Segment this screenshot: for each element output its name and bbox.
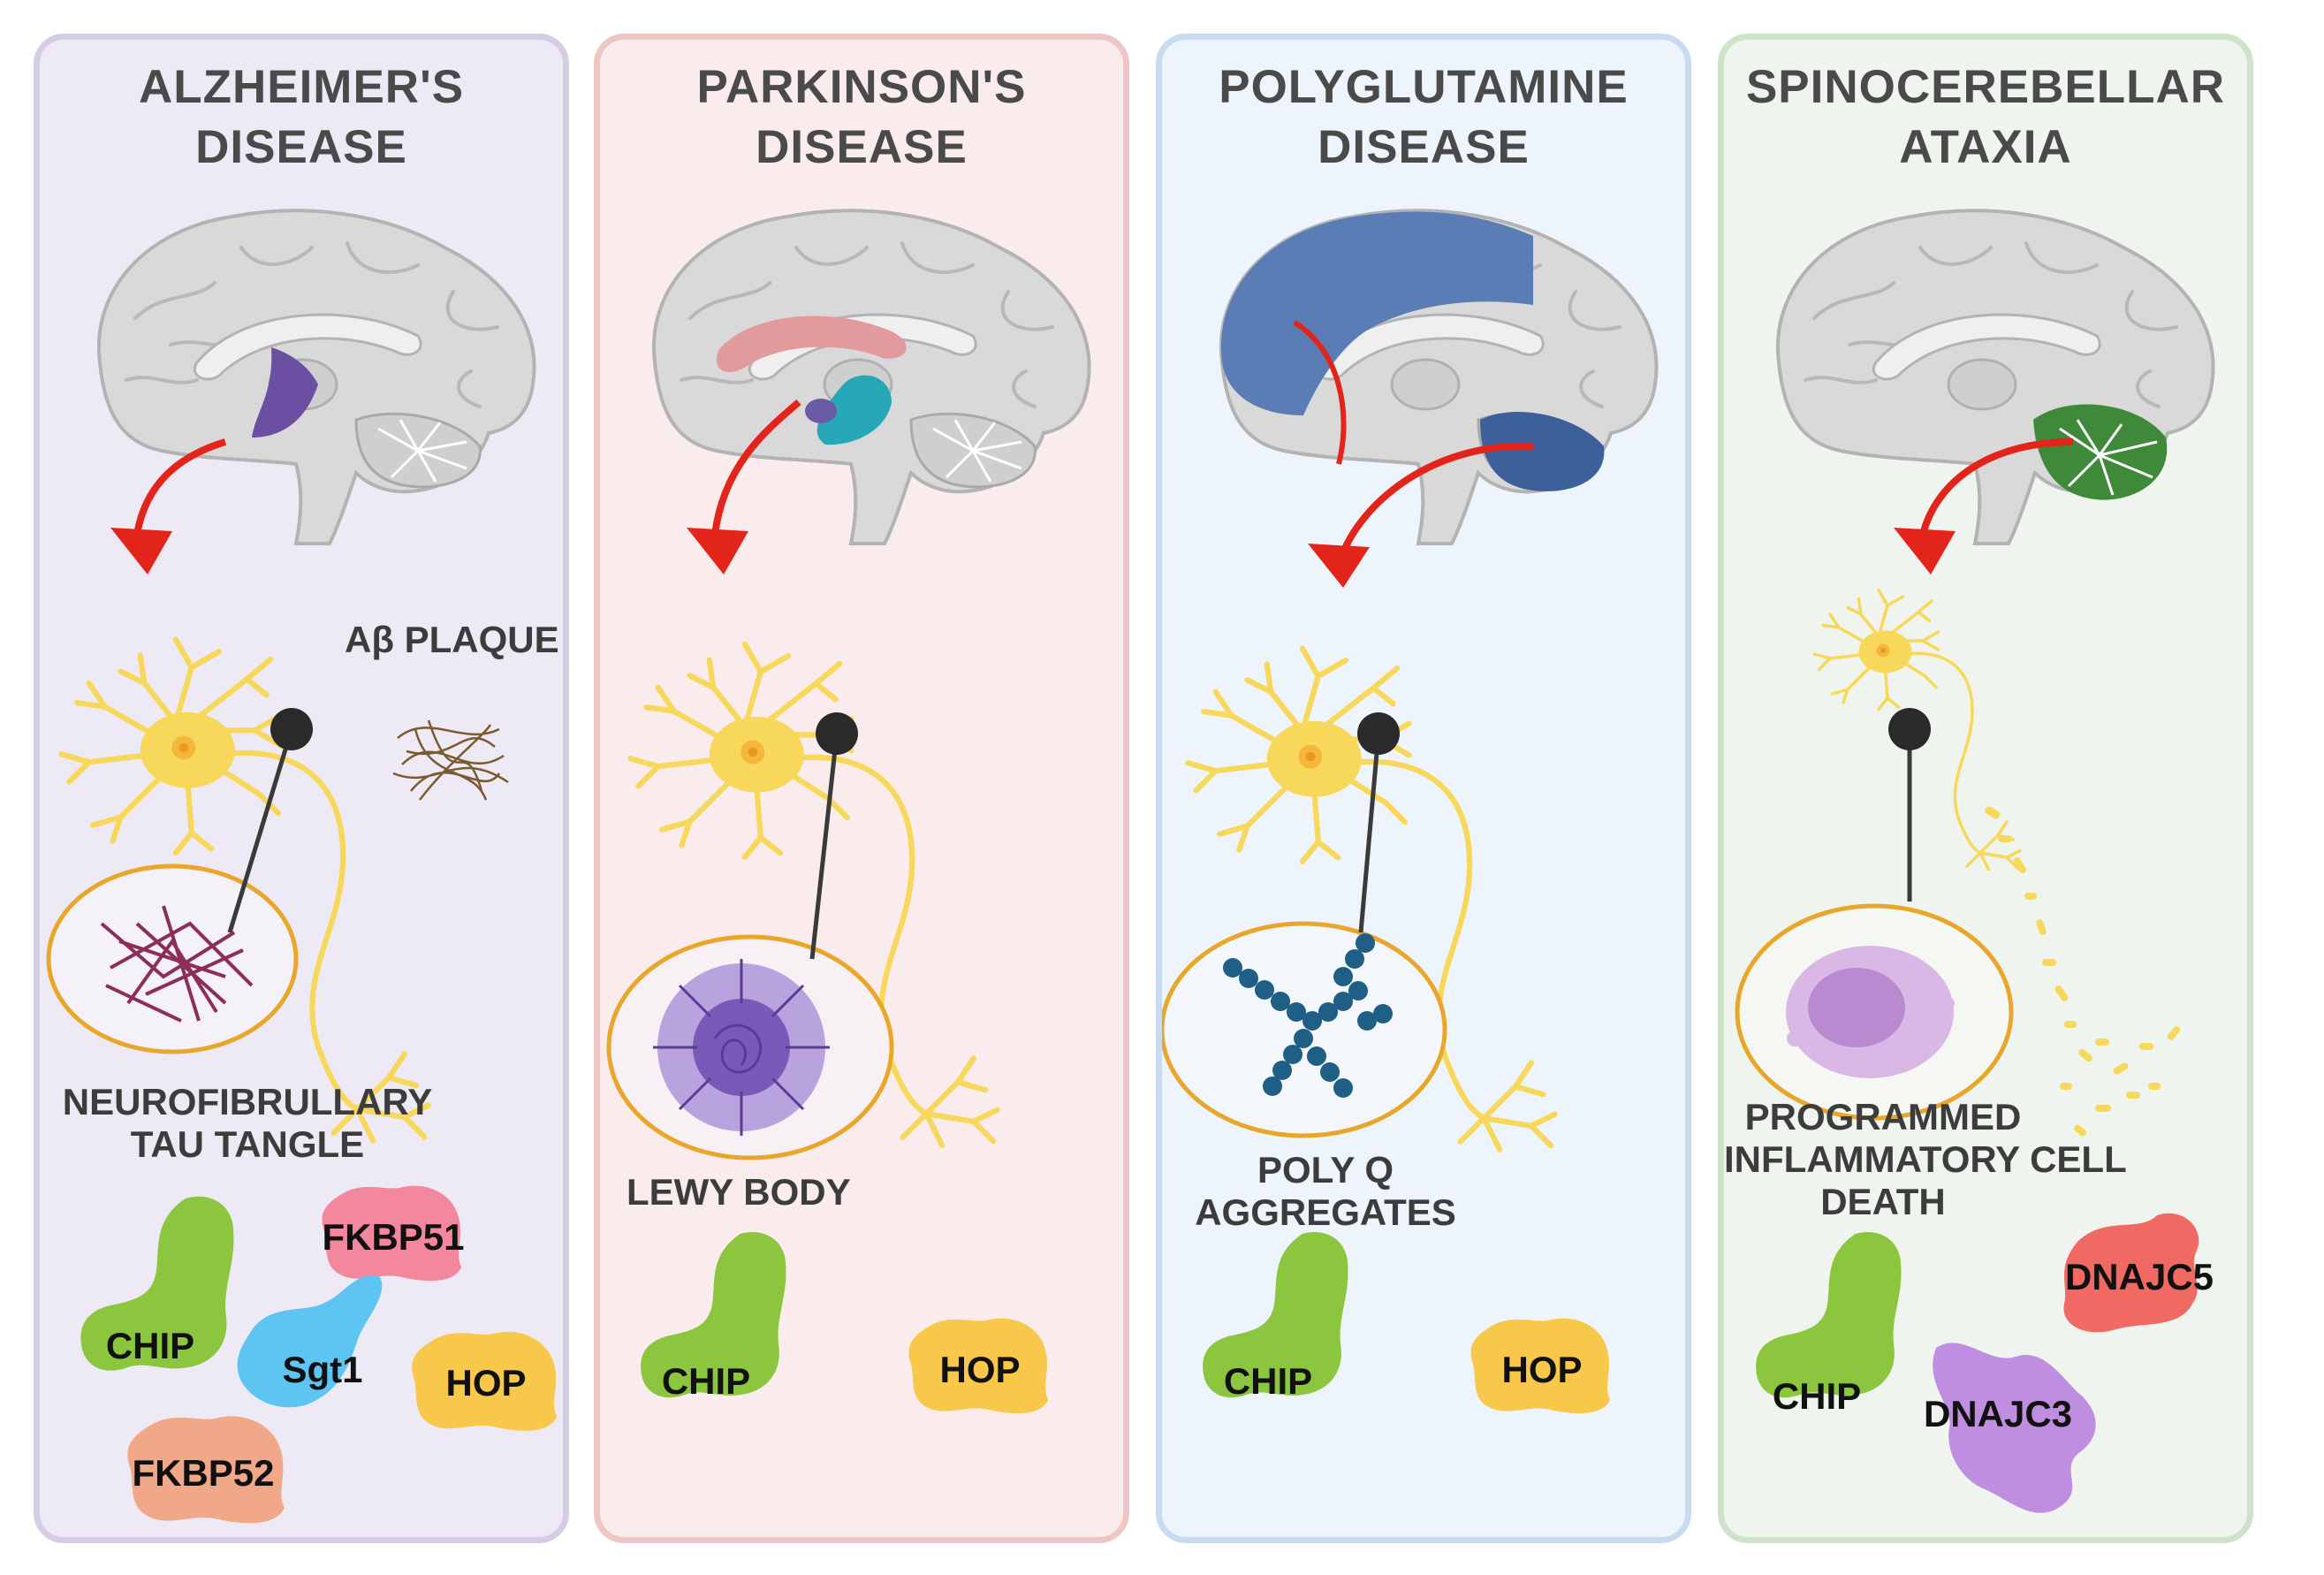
cerebellum-region [1480, 412, 1605, 491]
panel-illustration [1735, 209, 2215, 1513]
red-arrow [711, 399, 801, 536]
pointer-dot [816, 712, 858, 755]
hop-label: HOP [1501, 1349, 1583, 1390]
inclusion-label: NEUROFIBRULLARY TAU TANGLE [62, 1081, 433, 1165]
polyq-chain [1223, 933, 1393, 1098]
panel-illustration [606, 209, 1091, 1414]
hop-label: HOP [445, 1362, 527, 1404]
brain-illustration [96, 209, 536, 545]
red-arrow [1340, 442, 1534, 554]
brain-illustration [1775, 209, 2215, 545]
panel-illustration [1162, 209, 1659, 1414]
substantia-nigra-region [816, 375, 892, 445]
red-arrow [133, 438, 227, 536]
sgt1-protein [237, 1274, 383, 1408]
hop-label: HOP [939, 1349, 1021, 1390]
pointer-dot [1888, 708, 1931, 750]
amyloid-plaque [392, 719, 509, 801]
pointer-dot [1357, 712, 1400, 755]
hippocampus-region [252, 347, 318, 438]
dnajc5-label: DNAJC5 [2064, 1256, 2214, 1297]
dnajc5-protein [2063, 1213, 2199, 1333]
chip-label: CHIP [105, 1325, 195, 1366]
inclusion-label: POLY Q AGGREGATES [1195, 1149, 1456, 1233]
inclusion-label: LEWY BODY [627, 1171, 851, 1213]
fkbp51-label: FKBP51 [322, 1216, 465, 1258]
striatum-region [716, 316, 907, 373]
pointer-dot [270, 708, 313, 750]
dying-cell [1786, 946, 1955, 1078]
fragmented-axon [1985, 806, 2181, 1137]
fkbp52-label: FKBP52 [132, 1452, 275, 1494]
tau-tangle [100, 905, 254, 1023]
sgt1-label: Sgt1 [282, 1349, 363, 1390]
chip-label: CHIP [1223, 1360, 1313, 1402]
dnajc3-label: DNAJC3 [1923, 1393, 2073, 1434]
inclusion-label: PROGRAMMED INFLAMMATORY CELL DEATH [1724, 1096, 2127, 1222]
chip-label: CHIP [1772, 1375, 1862, 1417]
panel-illustration [46, 209, 558, 1524]
red-arrow [1919, 438, 2074, 536]
cortex-region [1220, 211, 1533, 415]
chip-protein [1756, 1232, 1902, 1398]
chip-label: CHIP [661, 1360, 751, 1402]
plaque-label: Aβ PLAQUE [345, 619, 559, 660]
dnajc3-protein [1933, 1343, 2096, 1513]
